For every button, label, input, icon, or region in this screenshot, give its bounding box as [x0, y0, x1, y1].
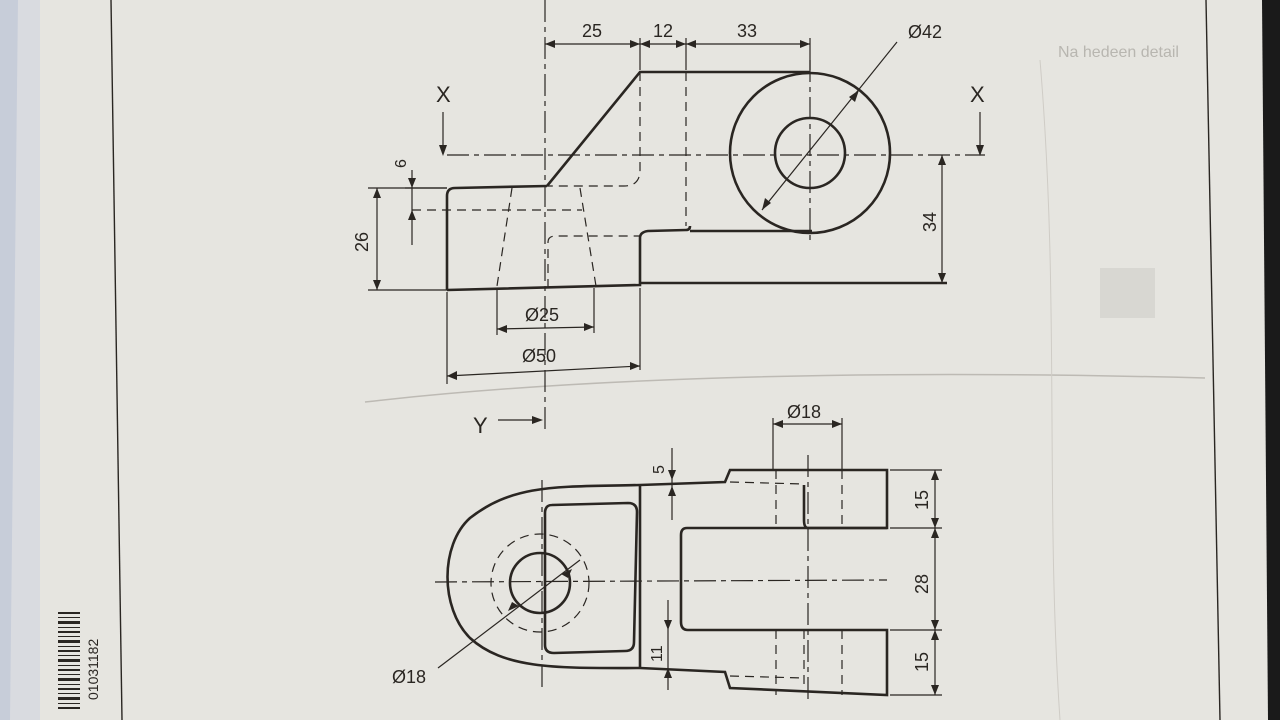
top-view — [434, 455, 889, 700]
section-x-right-label: X — [970, 82, 985, 107]
barcode-number: 01031182 — [85, 639, 101, 700]
top-view-dimensions: Ø18 5 11 15 28 15 Ø18 — [392, 402, 942, 696]
front-view-dimensions: 25 12 33 Ø42 6 26 34 Ø25 — [352, 21, 946, 384]
faint-background-text: Na hedeen detail — [1058, 44, 1179, 61]
dim-15-bottom: 15 — [912, 652, 932, 672]
dim-15-top: 15 — [912, 490, 932, 510]
dim-dia-25: Ø25 — [525, 305, 559, 325]
section-x-left-label: X — [436, 82, 451, 107]
dim-dia-18-top: Ø18 — [787, 402, 821, 422]
dim-dia-42: Ø42 — [908, 22, 942, 42]
dim-12: 12 — [653, 21, 673, 41]
barcode — [58, 612, 80, 709]
dim-11: 11 — [649, 645, 666, 662]
dim-33: 33 — [737, 21, 757, 41]
dim-25: 25 — [582, 21, 602, 41]
dim-34: 34 — [920, 212, 940, 232]
dim-5: 5 — [651, 465, 668, 474]
front-view: X X Y — [412, 0, 985, 438]
dim-dia-18-left: Ø18 — [392, 667, 426, 687]
dim-26: 26 — [352, 232, 372, 252]
dim-dia-50: Ø50 — [522, 346, 556, 366]
dim-6: 6 — [393, 159, 410, 168]
section-y-label: Y — [473, 413, 488, 438]
dim-28: 28 — [912, 574, 932, 594]
